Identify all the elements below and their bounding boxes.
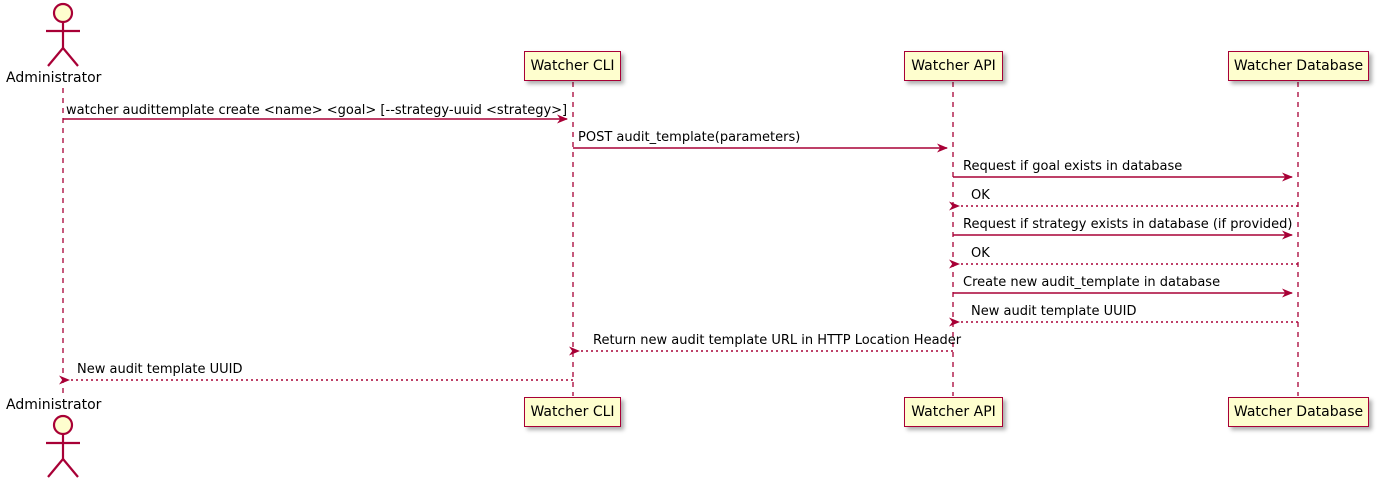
message-label-10: New audit template UUID <box>77 362 243 377</box>
message-arrows <box>59 114 1298 385</box>
participant-label: Watcher CLI <box>530 58 615 74</box>
participant-watcher-api-top[interactable]: Watcher API <box>904 51 1003 81</box>
participant-watcher-cli-bottom[interactable]: Watcher CLI <box>524 397 621 427</box>
message-label-6: OK <box>971 246 990 261</box>
lifelines <box>62 82 1299 396</box>
participant-label: Watcher API <box>911 58 996 74</box>
participant-watcher-database-bottom[interactable]: Watcher Database <box>1228 397 1369 427</box>
participant-label: Watcher Database <box>1233 404 1364 420</box>
participant-label: Watcher CLI <box>530 404 615 420</box>
actor-figure-bottom <box>46 414 80 478</box>
actor-label-administrator-bottom[interactable]: Administrator <box>6 397 102 413</box>
message-label-3: Request if goal exists in database <box>963 159 1183 174</box>
participant-watcher-cli-top[interactable]: Watcher CLI <box>524 51 621 81</box>
participant-label: Watcher Database <box>1233 58 1364 74</box>
participant-watcher-api-bottom[interactable]: Watcher API <box>904 397 1003 427</box>
message-label-8: New audit template UUID <box>971 304 1137 319</box>
participant-label: Watcher API <box>911 404 996 420</box>
participant-watcher-database-top[interactable]: Watcher Database <box>1228 51 1369 81</box>
message-label-5: Request if strategy exists in database (… <box>963 217 1293 232</box>
message-label-7: Create new audit_template in database <box>963 275 1221 290</box>
actor-label-administrator-top[interactable]: Administrator <box>6 70 102 86</box>
actor-figure-top <box>46 2 80 67</box>
message-label-4: OK <box>971 188 990 203</box>
message-label-1: watcher audittemplate create <name> <goa… <box>66 103 568 118</box>
message-label-9: Return new audit template URL in HTTP Lo… <box>593 333 962 348</box>
message-label-2: POST audit_template(parameters) <box>578 130 801 145</box>
